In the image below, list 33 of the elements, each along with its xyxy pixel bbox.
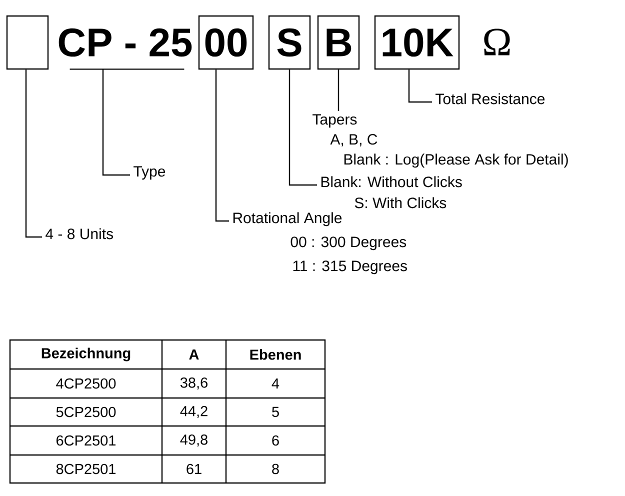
callout-text: Type bbox=[134, 166, 166, 180]
code-box: 00 bbox=[198, 15, 254, 70]
leader-line bbox=[25, 70, 42, 238]
callout-text: 4 - 8 Units bbox=[46, 228, 113, 240]
leader-line bbox=[215, 70, 229, 222]
table-cell: 8CP2501 bbox=[56, 464, 116, 474]
table-cell: 5 bbox=[272, 406, 279, 418]
leader-line bbox=[408, 70, 432, 103]
callout-text: Total Resistance bbox=[436, 93, 545, 104]
code-text: CP - 25 bbox=[58, 28, 192, 70]
code-box: 10K bbox=[374, 15, 460, 70]
callout-text: Tapers A, B, C Blank : Log(Please Ask for Detail) bbox=[312, 114, 568, 168]
leader-line bbox=[102, 69, 130, 176]
table-cell: A bbox=[189, 350, 199, 360]
code-box: S bbox=[268, 15, 311, 70]
callout-text: Rotational Angle 00 : 300 Degrees 11 : 315 Degrees bbox=[233, 212, 407, 274]
leader-line bbox=[338, 70, 340, 111]
table-cell: 4 bbox=[272, 378, 280, 388]
callout-text: Blank: Without Clicks S: With Clicks bbox=[321, 176, 462, 208]
code-box: B bbox=[317, 15, 360, 70]
leader-line bbox=[288, 70, 317, 186]
table-cell: 61 bbox=[186, 464, 202, 474]
table-cell: 4CP2500 bbox=[56, 378, 116, 389]
table-cell: 38,6 bbox=[180, 378, 208, 390]
table-cell: 44,2 bbox=[180, 406, 208, 418]
table-cell: 49,8 bbox=[180, 434, 208, 446]
table-cell: 6CP2501 bbox=[56, 435, 116, 446]
empty-box bbox=[6, 15, 49, 70]
table-cell: 6 bbox=[272, 435, 279, 446]
table-cell: 5CP2500 bbox=[56, 406, 116, 418]
table-cell: Bezeichnung bbox=[42, 348, 130, 362]
table-cell: Ebenen bbox=[250, 349, 301, 360]
table-cell: 8 bbox=[272, 464, 279, 474]
